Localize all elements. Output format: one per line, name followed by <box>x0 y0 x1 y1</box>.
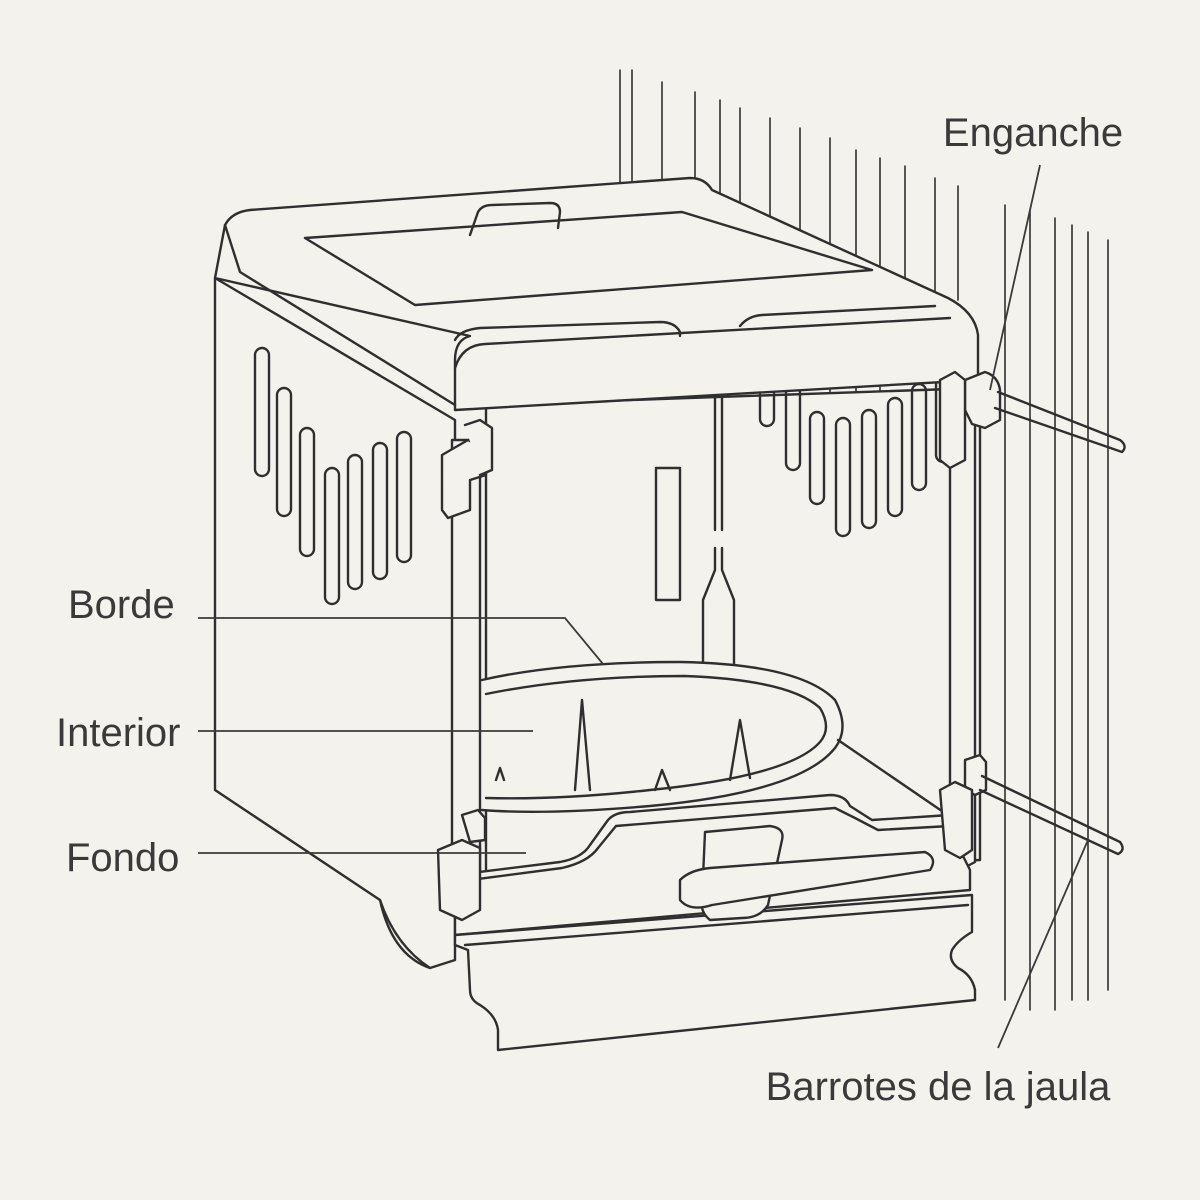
left-clips <box>436 418 494 922</box>
label-bottom: Fondo <box>66 836 179 880</box>
label-hook: Enganche <box>943 111 1123 155</box>
left-vent-slots <box>253 346 413 606</box>
seed-cup <box>480 660 957 822</box>
leader-hook <box>989 164 1041 391</box>
cage-bars <box>619 69 1109 1011</box>
label-cage-bars: Barrotes de la jaula <box>766 1065 1111 1109</box>
leader-lines <box>198 164 1089 1049</box>
label-interior: Interior <box>56 711 181 755</box>
callout-labels: Enganche Borde Interior Fondo Barrotes d… <box>56 111 1123 1109</box>
leader-cage-bars <box>997 839 1089 1049</box>
leader-rim <box>198 617 604 665</box>
perch <box>678 824 935 922</box>
feeder-lid <box>213 176 980 412</box>
left-side-panel <box>213 276 457 970</box>
label-rim: Borde <box>68 583 175 627</box>
inner-divider <box>654 393 736 670</box>
right-hooks <box>938 370 1126 860</box>
